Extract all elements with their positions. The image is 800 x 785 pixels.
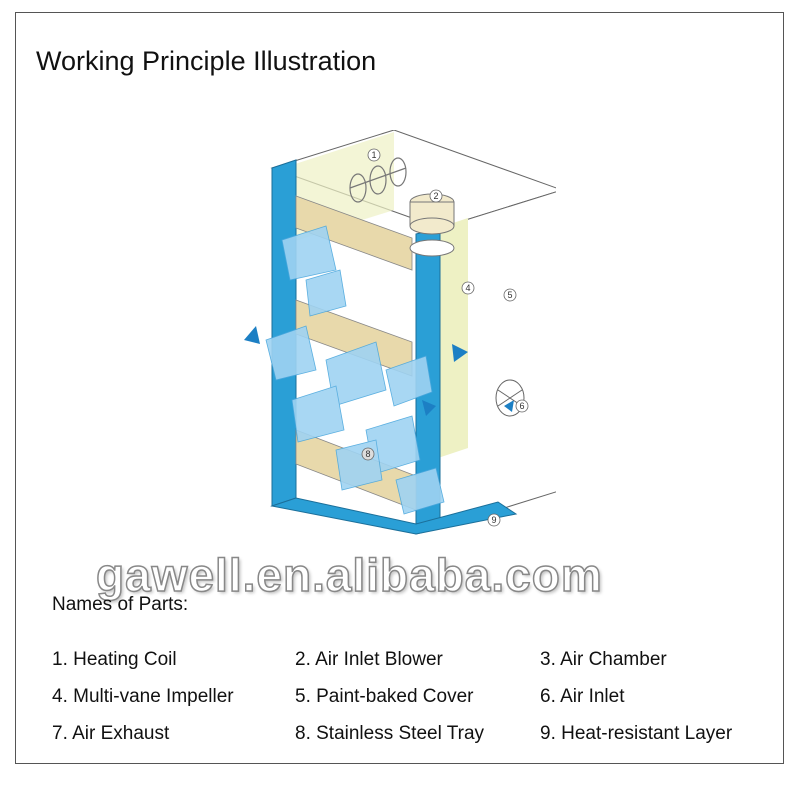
- callout-8: 8: [365, 449, 370, 459]
- part-heat-resistant-layer: 9. Heat-resistant Layer: [540, 723, 733, 744]
- callout-4: 4: [465, 283, 470, 293]
- part-air-inlet-blower: 2. Air Inlet Blower: [295, 649, 443, 670]
- part-air-exhaust: 7. Air Exhaust: [52, 723, 170, 744]
- tray-top: [295, 195, 413, 271]
- part-paint-baked-cover: 5. Paint-baked Cover: [295, 686, 474, 707]
- callout-9: 9: [491, 515, 496, 525]
- watermark: gawell.en.alibaba.com: [95, 548, 603, 602]
- part-air-chamber: 3. Air Chamber: [540, 649, 667, 670]
- callout-numbers: 1 2 4 5 6 8 9: [361, 148, 529, 527]
- dryer-diagram: 1 2 4 5 6 8 9: [244, 130, 556, 535]
- part-stainless-steel-tray: 8. Stainless Steel Tray: [295, 723, 485, 744]
- part-multi-vane-impeller: 4. Multi-vane Impeller: [52, 686, 234, 707]
- callout-2: 2: [433, 191, 438, 201]
- heating-coil-icon: [349, 157, 407, 203]
- page-title: Working Principle Illustration: [36, 46, 377, 76]
- parts-heading: Names of Parts:: [52, 594, 189, 615]
- bottom-blue-base: [270, 497, 518, 535]
- parts-list: 1. Heating Coil 2. Air Inlet Blower 3. A…: [52, 648, 772, 746]
- callout-6: 6: [519, 401, 524, 411]
- insulation-strip: [432, 218, 468, 460]
- part-air-inlet: 6. Air Inlet: [540, 686, 625, 707]
- callout-5: 5: [507, 290, 512, 300]
- callout-1: 1: [371, 150, 376, 160]
- airflow-arrows: [244, 326, 514, 416]
- air-inlet-blower-icon: [409, 193, 455, 257]
- air-inlet-icon: [495, 379, 525, 417]
- part-heating-coil: 1. Heating Coil: [52, 649, 177, 670]
